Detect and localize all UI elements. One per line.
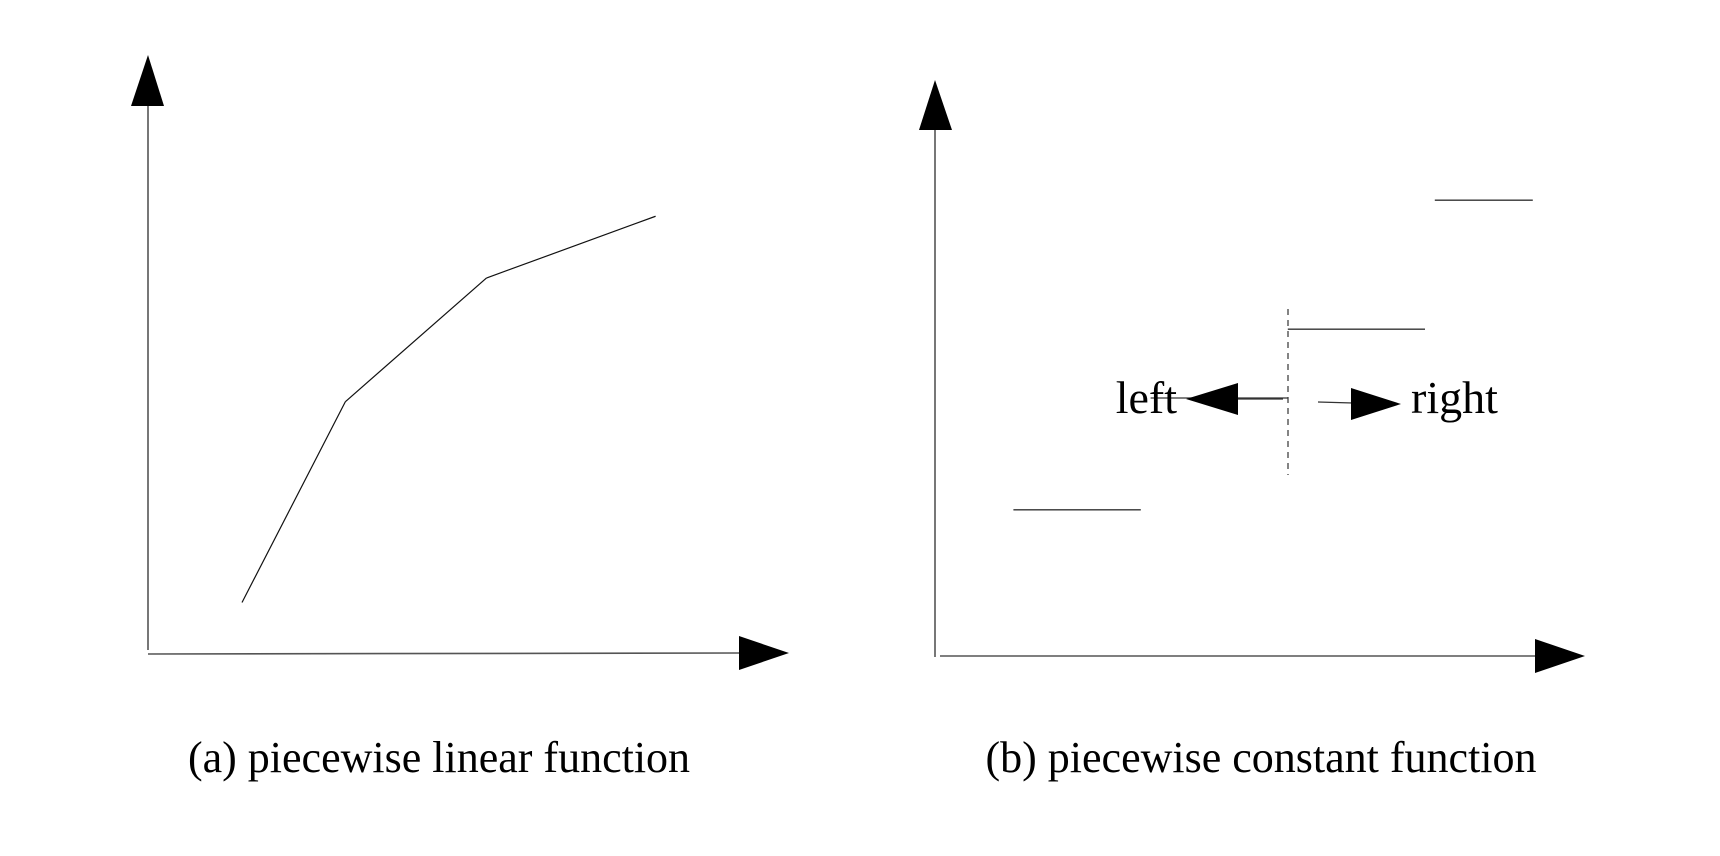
- curve-segment: [486, 215, 656, 279]
- x-axis-arrowhead-icon: [1535, 639, 1585, 673]
- y-axis-arrowhead-icon: [919, 80, 952, 130]
- caption-b: (b) piecewise constant function: [985, 733, 1536, 782]
- right-arrow-shaft: [1317, 401, 1354, 404]
- curve-segment: [241, 401, 346, 603]
- y-axis-arrowhead-icon: [131, 55, 164, 106]
- caption-a: (a) piecewise linear function: [188, 733, 690, 782]
- right-label: right: [1411, 372, 1498, 423]
- x-axis-arrowhead-icon: [739, 636, 789, 670]
- piecewise-constant-steps: [1013, 199, 1533, 511]
- panel-a: (a) piecewise linear function: [131, 55, 789, 782]
- x-axis: [147, 652, 741, 655]
- left-arrow-icon: [1186, 383, 1238, 415]
- panel-b: left right (b) piecewise constant functi…: [919, 80, 1585, 782]
- piecewise-linear-curve: [241, 215, 656, 603]
- left-label: left: [1116, 372, 1178, 423]
- right-arrow-icon: [1351, 388, 1401, 420]
- curve-segment: [345, 277, 487, 403]
